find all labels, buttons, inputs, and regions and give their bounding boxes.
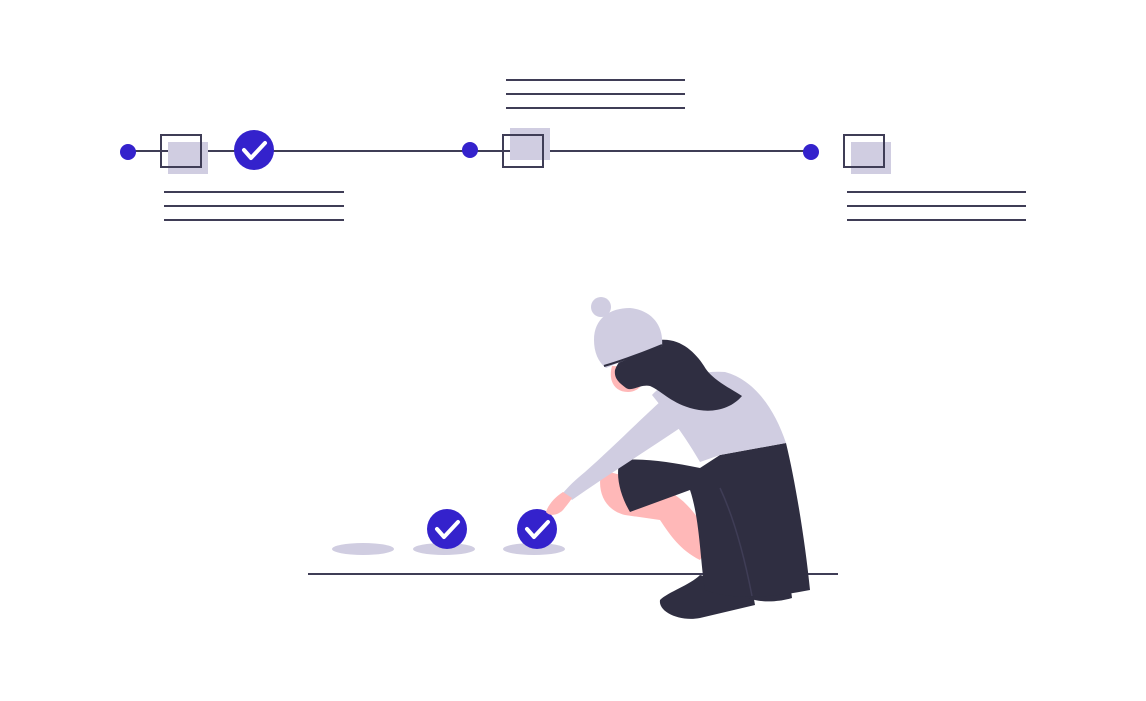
square-frame-icon xyxy=(160,134,202,168)
slot-shadow xyxy=(413,543,475,555)
beanie-pompom xyxy=(591,297,611,317)
check-circle-icon xyxy=(427,509,467,549)
milestone-dot-icon xyxy=(803,144,819,160)
person-figure xyxy=(546,297,810,619)
text-lines-icon xyxy=(847,191,1026,221)
slot-shadow xyxy=(332,543,394,555)
skirt-fold xyxy=(719,487,753,597)
ground xyxy=(308,509,838,575)
slot-shadow xyxy=(503,543,565,555)
milestone-dot-icon xyxy=(462,142,478,158)
square-frame-icon xyxy=(502,134,544,168)
check-circle-icon xyxy=(234,130,274,170)
text-lines-icon xyxy=(164,191,344,221)
text-lines-icon xyxy=(506,79,685,109)
beanie-brim xyxy=(603,344,663,367)
timeline xyxy=(120,79,1026,221)
check-circle-icon xyxy=(517,509,557,549)
beanie xyxy=(594,308,663,368)
hand xyxy=(546,492,572,515)
milestone-dot-icon xyxy=(120,144,136,160)
hair xyxy=(614,339,742,411)
arm-sleeve xyxy=(563,400,680,500)
skirt xyxy=(618,443,810,597)
square-frame-icon xyxy=(843,134,885,168)
